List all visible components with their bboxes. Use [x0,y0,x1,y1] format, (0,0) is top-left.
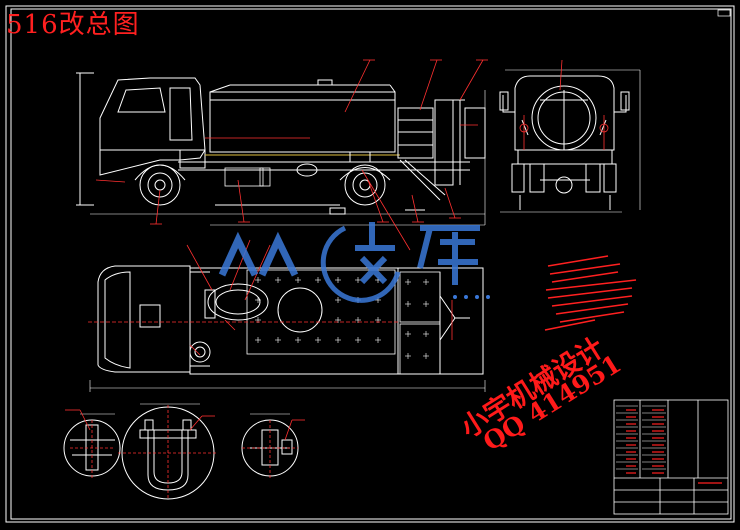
logo-watermark [218,222,480,303]
rear-view [499,69,641,213]
rear-view-leaders [519,59,609,150]
top-view [89,265,486,392]
technical-notes [544,255,637,331]
top-view-plus-grid [255,277,429,359]
title-block-marks [626,409,722,484]
inner-frame [10,8,732,520]
side-view [76,72,486,226]
outer-frame [5,5,735,523]
corner-tag [717,9,731,17]
title-block-rows [616,405,666,470]
top-view-leaders [88,169,453,356]
detail-views [63,403,299,500]
title-block [613,399,729,515]
logo-dots [453,295,490,299]
drawing-title: 516改总图 [6,10,140,40]
detail-leaders [65,405,305,500]
side-view-leaders [95,59,488,225]
